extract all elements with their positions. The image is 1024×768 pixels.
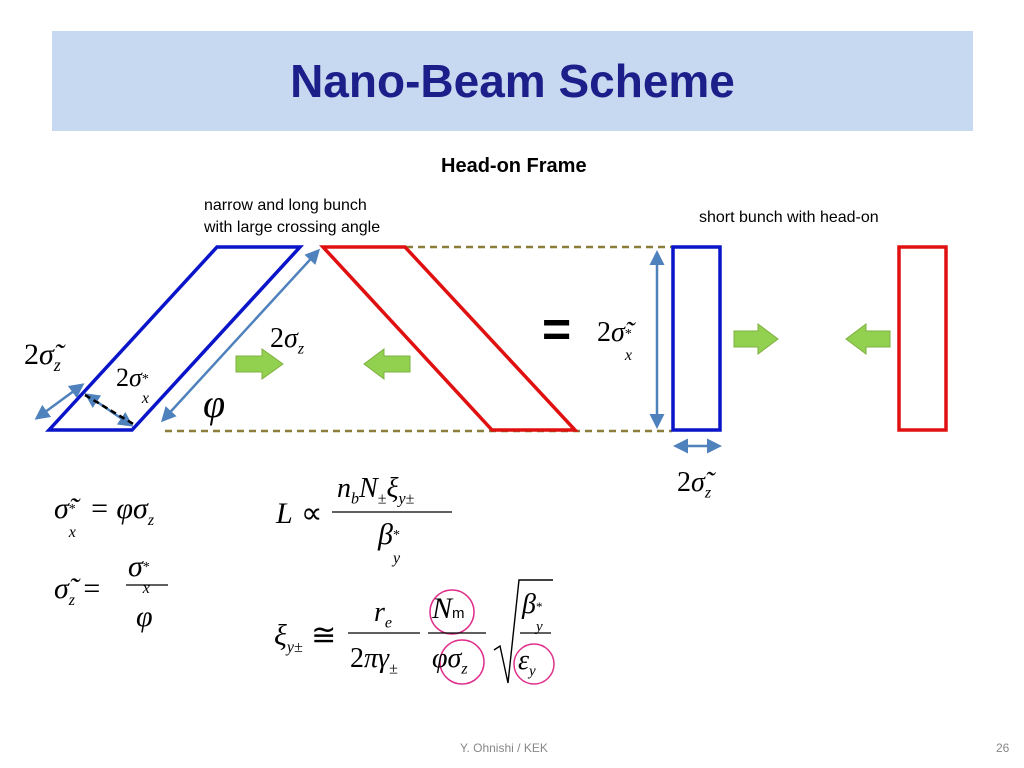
label-2-sigma-tilde-z-right: 2σ̃z — [677, 467, 712, 502]
footer-author: Y. Ohnishi / KEK — [460, 741, 548, 755]
formula-sigma-z-tilde-denominator: φ — [136, 600, 153, 633]
label-2-sigma-tilde-x-star: 2σ̃*x — [597, 317, 632, 364]
label-2-sigma-z: 2σz — [270, 323, 305, 358]
formula-luminosity-denominator: β*y — [378, 518, 401, 567]
equals-sign: = — [542, 301, 572, 357]
formula-sigma-x-star: σ̃*x = φσz — [54, 492, 155, 541]
formula-beta-y-star-numerator: β*y — [522, 589, 543, 635]
green-arrow-left-icon — [845, 323, 891, 355]
note-narrow-long-bunch: narrow and long bunch with large crossin… — [204, 195, 380, 239]
formula-phi-sigma-z-denominator: φσz — [432, 643, 468, 678]
label-2-sigma-x-star: 2σ*x — [116, 363, 149, 407]
head-on-frame-label: Head-on Frame — [441, 155, 587, 177]
circle-N-highlight — [429, 589, 475, 635]
formula-sigma-z-tilde-numerator: σ*x — [128, 550, 150, 597]
sigma-z-tilde-arrow — [34, 383, 85, 420]
formula-2-pi-gamma-denominator: 2πγ± — [350, 643, 398, 678]
label-phi-crossing-angle: φ — [203, 381, 226, 426]
circle-phi-sigma-highlight — [439, 639, 485, 685]
formula-N-numerator: Nm — [432, 592, 465, 625]
title-bar: Nano-Beam Scheme — [52, 31, 973, 131]
sigma-x-star-arrow — [84, 393, 134, 427]
circle-epsilon-highlight — [513, 643, 555, 685]
formula-sigma-z-tilde-lhs: σ̃z = — [54, 572, 101, 609]
red-bunch-head-on — [897, 245, 948, 432]
blue-bunch-head-on — [671, 245, 722, 432]
blue-bunch-tilted — [45, 245, 304, 432]
formula-luminosity-numerator: nbN±ξy± — [337, 473, 415, 508]
radical-sign — [493, 579, 553, 684]
green-arrow-left-icon — [363, 348, 411, 380]
formula-luminosity-lhs: L ∝ — [276, 497, 323, 530]
slide-title: Nano-Beam Scheme — [290, 55, 735, 107]
note-line-2: with large crossing angle — [204, 219, 381, 236]
bunch-length-arrow — [160, 248, 321, 423]
formula-epsilon-y-denominator: εy — [518, 645, 536, 680]
note-line-1: narrow and long bunch — [204, 197, 367, 214]
green-arrow-right-icon — [733, 323, 779, 355]
note-short-bunch: short bunch with head-on — [699, 209, 879, 226]
label-2-sigma-tilde-z: 2σ̃z — [24, 338, 61, 375]
page-number: 26 — [996, 741, 1010, 755]
green-arrow-right-icon — [235, 348, 284, 380]
formula-beam-beam-lhs: ξy± ≅ — [274, 619, 337, 656]
red-bunch-tilted — [319, 245, 580, 432]
formula-re-numerator: re — [374, 597, 393, 632]
